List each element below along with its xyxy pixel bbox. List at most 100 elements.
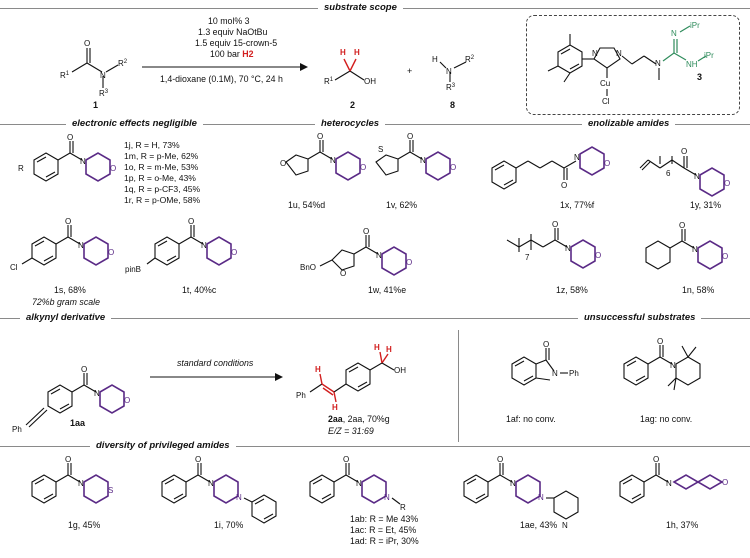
svg-text:N: N	[694, 172, 700, 181]
svg-text:O: O	[406, 258, 412, 267]
svg-text:O: O	[280, 159, 286, 168]
svg-text:N: N	[592, 49, 598, 58]
compound-1s-label: 1s, 68%	[54, 285, 86, 295]
electronic-item-5: 1r, R = p-OMe, 58%	[124, 195, 201, 205]
svg-text:S: S	[378, 145, 383, 154]
compound-1v-structure: S O N O	[375, 132, 456, 181]
svg-text:R1: R1	[324, 77, 334, 86]
svg-text:O: O	[231, 248, 237, 257]
svg-text:O: O	[65, 455, 71, 464]
compound-1z-structure: O N O 7	[506, 220, 601, 269]
compound-1aa-label: 1aa	[70, 418, 86, 428]
svg-text:Ph: Ph	[296, 391, 306, 400]
svg-text:O: O	[543, 340, 549, 349]
svg-text:H: H	[432, 55, 438, 64]
svg-text:O: O	[360, 163, 366, 172]
svg-text:N: N	[78, 479, 84, 488]
compound-1i-label: 1i, 70%	[214, 520, 244, 530]
svg-text:N: N	[236, 493, 242, 502]
compound-2aa-label: 2aa, 2aa, 70%g	[328, 414, 390, 424]
amine-8-structure: H N R2 R3	[432, 55, 475, 92]
svg-text:N: N	[356, 479, 362, 488]
cond-line2: 1.3 equiv NaOtBu	[198, 27, 268, 37]
svg-text:N: N	[80, 157, 86, 166]
svg-text:Ph: Ph	[12, 425, 22, 434]
svg-text:N: N	[562, 521, 568, 530]
label-8: 8	[450, 100, 456, 110]
svg-text:N: N	[201, 241, 207, 250]
compound-1y-structure: O N O 6	[639, 147, 730, 197]
svg-text:R3: R3	[446, 83, 456, 92]
svg-text:O: O	[595, 251, 601, 260]
compound-1t-structure: pinB O N O	[125, 217, 237, 274]
compound-1n-label: 1n, 58%	[682, 285, 715, 295]
compound-1x-label: 1x, 77%f	[560, 200, 595, 210]
cond-line5: 1,4-dioxane (0.1M), 70 °C, 24 h	[160, 74, 283, 84]
svg-text:N: N	[376, 251, 382, 260]
svg-text:N: N	[420, 156, 426, 165]
header-unsuccessful: unsuccessful substrates	[578, 312, 702, 324]
catalyst-box	[526, 15, 740, 115]
svg-text:N: N	[692, 245, 698, 254]
divider-row4	[0, 446, 750, 447]
svg-text:O: O	[67, 133, 73, 142]
electronic-item-3: 1p, R = o-Me, 43%	[124, 173, 196, 183]
svg-text:O: O	[65, 217, 71, 226]
svg-text:O: O	[722, 252, 728, 261]
cond-line1: 10 mol% 3	[208, 16, 250, 26]
compound-1ag-structure: O N	[623, 337, 701, 391]
reaction-arrow	[142, 63, 308, 71]
compound-1n-structure: O N O	[645, 221, 728, 270]
svg-text:N: N	[538, 493, 544, 502]
chain-count-z: 7	[525, 253, 530, 262]
compound-1w-structure: BnO O O N O	[300, 227, 412, 278]
svg-text:O: O	[561, 181, 567, 190]
svg-text:O: O	[604, 159, 610, 168]
svg-text:H: H	[386, 345, 392, 354]
svg-text:O: O	[124, 396, 130, 405]
svg-text:O: O	[188, 217, 194, 226]
compound-1ad-label: 1ad: R = iPr, 30%	[350, 536, 419, 546]
compound-1g-structure: O N S	[31, 455, 113, 504]
amide-1-structure: O R1 N R2 R3	[60, 39, 128, 98]
svg-text:R2: R2	[465, 55, 475, 64]
compound-1t-label: 1t, 40%c	[182, 285, 217, 295]
svg-text:O: O	[552, 220, 558, 229]
header-privileged: diversity of privileged amides	[90, 440, 236, 452]
svg-text:N: N	[565, 244, 571, 253]
svg-text:NH: NH	[686, 60, 698, 69]
cond-line3: 1.5 equiv 15-crown-5	[195, 38, 278, 48]
svg-text:O: O	[653, 455, 659, 464]
alcohol-2-structure: H H R1 OH	[324, 48, 376, 86]
svg-text:N: N	[671, 29, 677, 38]
compound-1i-structure: O N N	[161, 455, 277, 524]
svg-text:OH: OH	[364, 77, 376, 86]
svg-text:N: N	[670, 361, 676, 370]
compound-1af-label: 1af: no conv.	[506, 414, 556, 424]
svg-text:N: N	[666, 479, 672, 488]
compound-1ae-structure: O N N N	[463, 455, 579, 530]
svg-text:N: N	[616, 49, 622, 58]
svg-text:R: R	[18, 164, 24, 173]
cond-line4: 100 bar H2	[210, 49, 254, 59]
compound-1ab-label: 1ab: R = Me 43%	[350, 514, 419, 524]
compound-1ac-label: 1ac: R = Et, 45%	[350, 525, 417, 535]
compound-1ae-label: 1ae, 43%	[520, 520, 558, 530]
svg-text:O: O	[195, 455, 201, 464]
svg-text:Ph: Ph	[569, 369, 579, 378]
svg-text:N: N	[384, 493, 390, 502]
compound-1x-structure: O N O	[491, 146, 610, 190]
catalyst-3-structure: N N Cu Cl N N iPr NH iPr	[547, 21, 714, 106]
svg-text:O: O	[81, 365, 87, 374]
svg-text:O: O	[84, 39, 90, 48]
svg-text:O: O	[722, 478, 728, 487]
header-substrate-scope: substrate scope	[318, 2, 403, 14]
compound-1ag-label: 1ag: no conv.	[640, 414, 693, 424]
svg-text:H: H	[315, 365, 321, 374]
compound-1v-label: 1v, 62%	[386, 200, 418, 210]
svg-text:N: N	[574, 153, 580, 162]
compound-1h-structure: O N O	[619, 455, 728, 504]
svg-text:N: N	[330, 156, 336, 165]
label-1: 1	[93, 100, 99, 110]
svg-text:N: N	[446, 67, 452, 76]
